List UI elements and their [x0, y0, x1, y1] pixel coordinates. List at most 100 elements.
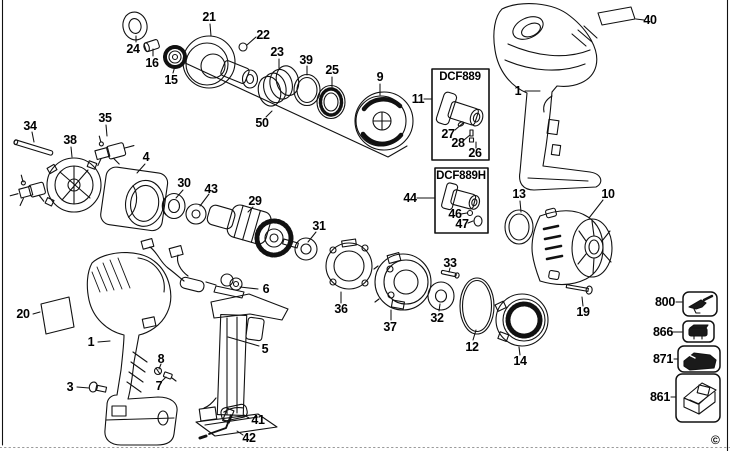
part-bearing-30 [161, 192, 186, 220]
callout-34: 34 [23, 118, 37, 133]
callout-3: 3 [66, 379, 74, 394]
variant-box-title-dcf889h: DCF889H [436, 170, 486, 182]
leader-line-30 [175, 189, 184, 199]
callout-861: 861 [650, 389, 670, 404]
leader-line-19 [581, 296, 584, 307]
leader-line-21 [209, 23, 212, 37]
callout-13: 13 [512, 186, 526, 201]
part-screw-19 [565, 284, 593, 295]
part-pin-34 [13, 139, 54, 156]
callout-29: 29 [248, 193, 262, 208]
accessory-battery-871 [677, 345, 721, 373]
accessory-tool-800 [682, 291, 718, 317]
leader-line-28 [463, 134, 471, 141]
part-case-half-36 [325, 238, 373, 290]
callout-10: 10 [601, 186, 615, 201]
part-washer-43 [185, 203, 207, 225]
callout-46: 46 [448, 206, 462, 221]
part-anvil-box-dcf889 [431, 68, 490, 161]
callout-22: 22 [256, 27, 270, 42]
leader-line-35 [105, 124, 108, 137]
part-washer-32 [427, 281, 455, 311]
callout-15: 15 [164, 72, 178, 87]
callout-41: 41 [251, 412, 265, 427]
callout-32: 32 [430, 310, 444, 325]
callout-47: 47 [455, 216, 469, 231]
callout-43: 43 [204, 181, 218, 196]
callout-12: 12 [465, 339, 479, 354]
part-brush-assembly-35 [94, 135, 135, 167]
part-screw-7 [162, 371, 177, 382]
leader-line-13 [519, 200, 522, 213]
part-ball-22 [238, 42, 248, 52]
callout-9: 9 [376, 69, 384, 84]
callout-5: 5 [261, 341, 269, 356]
callout-25: 25 [325, 62, 339, 77]
callout-38: 38 [63, 132, 77, 147]
leader-line-15 [172, 65, 176, 74]
part-screw-8 [153, 366, 163, 376]
leader-line-46 [460, 212, 468, 215]
leader-line-32 [438, 303, 441, 312]
callout-42: 42 [242, 430, 256, 445]
callout-27: 27 [441, 126, 455, 141]
callout-40: 40 [643, 12, 657, 27]
leader-line-41 [243, 414, 250, 419]
leader-line-33 [448, 267, 451, 273]
leader-line-50 [265, 110, 273, 118]
leader-line-8 [158, 363, 162, 370]
part-inner-frame-5 [195, 293, 289, 437]
callout-1: 1 [514, 83, 522, 98]
leader-line-1 [97, 340, 111, 343]
callout-871: 871 [653, 351, 673, 366]
part-front-housing-10 [531, 207, 613, 286]
leader-line-6 [239, 286, 259, 290]
callout-31: 31 [312, 218, 326, 233]
part-bearing-31 [294, 237, 318, 261]
leader-line-22 [246, 36, 257, 46]
leader-line-43 [199, 193, 210, 207]
leader-line-4 [136, 163, 146, 174]
callout-7: 7 [155, 378, 163, 393]
callout-6: 6 [262, 281, 270, 296]
part-label-plate-40 [597, 6, 636, 26]
leader-line-42 [236, 430, 244, 436]
callout-44: 44 [403, 190, 417, 205]
leader-line-3 [76, 386, 90, 389]
callout-24: 24 [126, 41, 140, 56]
callout-16: 16 [145, 55, 159, 70]
leader-line-40 [635, 18, 645, 21]
callout-800: 800 [655, 294, 675, 309]
callout-26: 26 [468, 145, 482, 160]
callout-28: 28 [451, 135, 465, 150]
copyright-symbol: © [711, 433, 720, 447]
part-tool-body-1-right [493, 3, 602, 191]
part-housing-half-1-left [86, 251, 178, 446]
callout-30: 30 [177, 175, 191, 190]
part-clip-41 [220, 403, 248, 422]
part-washer-24 [122, 11, 148, 41]
callout-1: 1 [87, 334, 95, 349]
callout-19: 19 [576, 304, 590, 319]
callout-leader-lines [31, 18, 683, 436]
callout-23: 23 [270, 44, 284, 59]
callout-50: 50 [255, 115, 269, 130]
accessory-charger-866 [682, 320, 715, 343]
assembly-bracket-50 [182, 61, 408, 158]
callout-8: 8 [157, 351, 165, 366]
part-screw-3 [88, 381, 108, 393]
part-ring-gear-14 [494, 293, 549, 347]
callout-33: 33 [443, 255, 457, 270]
accessory-kitbox-861 [675, 373, 721, 423]
callout-11: 11 [411, 91, 425, 106]
callout-4: 4 [142, 149, 150, 164]
leader-line-12 [472, 329, 477, 341]
part-brush-assembly-lower [9, 174, 46, 207]
part-o-ring-12 [459, 277, 495, 335]
part-armature-29 [206, 204, 299, 258]
callout-36: 36 [334, 301, 348, 316]
variant-box-title-dcf889: DCF889 [439, 71, 481, 83]
leader-line-14 [518, 346, 521, 356]
